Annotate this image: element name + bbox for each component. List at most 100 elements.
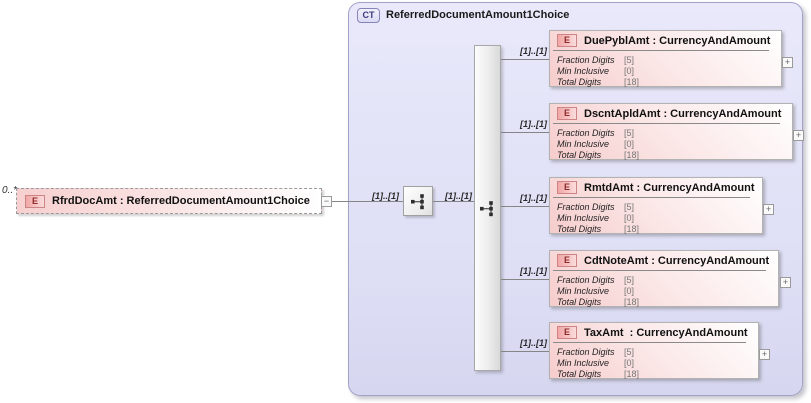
element-header: E CdtNoteAmt : CurrencyAndAmount [550,251,778,269]
element-badge-icon: E [25,194,45,208]
facet-value: [18] [624,149,640,160]
facet-value: [18] [624,296,640,307]
element-label: TaxAmt : CurrencyAndAmount [584,326,748,339]
facet-name: Fraction Digits [557,346,615,357]
occurrence-label: [1]..[1] [445,191,472,201]
divider [553,123,780,124]
element-label: CdtNoteAmt : CurrencyAndAmount [584,254,770,267]
divider [553,270,766,271]
facet-list: Fraction Digits[5] Min Inclusive[0] Tota… [550,53,781,87]
divider [553,342,746,343]
facet-name: Fraction Digits [557,127,615,138]
element-label: DuePyblAmt : CurrencyAndAmount [584,34,771,47]
facet-row: Total Digits [18] [557,223,762,234]
occurrence-label: [1]..[1] [520,266,547,276]
element-card[interactable]: E CdtNoteAmt : CurrencyAndAmount Fractio… [549,250,779,307]
facet-value: [0] [624,138,635,149]
element-label: DscntApldAmt : CurrencyAndAmount [584,107,782,120]
element-header: E RmtdAmt : CurrencyAndAmount [550,178,762,196]
choice-group-bar[interactable] [474,45,501,371]
facet-value: [5] [624,54,635,65]
facet-value: [5] [624,201,635,212]
source-element-label: RfrdDocAmt : ReferredDocumentAmount1Choi… [52,195,310,207]
facet-value: [5] [624,127,635,138]
facet-name: Fraction Digits [557,54,615,65]
facet-list: Fraction Digits [5] Min Inclusive [0] Tota… [550,345,758,379]
facet-row: Fraction Digits [5] [557,346,758,357]
occurrence-label: [1]..[1] [520,193,547,203]
facet-name: Min Inclusive [557,138,610,149]
facet-name: Total Digits [557,76,602,87]
connector-line [501,132,549,133]
facet-list: Fraction Digits [5] Min Inclusive [0] Tota… [550,200,762,234]
facet-row: Min Inclusive [0] [557,357,758,368]
facet-name: Total Digits [557,149,602,160]
element-card[interactable]: E DuePyblAmt : CurrencyAndAmount Fractio… [549,30,782,87]
connector-line [501,59,549,60]
element-badge-icon: E [557,326,577,339]
facet-name: Total Digits [557,368,602,379]
complex-type-badge-icon: CT [357,8,380,23]
expand-button[interactable]: + [780,277,791,288]
element-header: E DscntApldAmt : CurrencyAndAmount [550,104,792,122]
facet-list: Fraction Digits [5] Min Inclusive [0] Tota… [550,126,792,160]
facet-name: Min Inclusive [557,285,610,296]
facet-value: [5] [624,274,635,285]
occurrence-label: [1]..[1] [520,338,547,348]
element-header: E DuePyblAmt : CurrencyAndAmount [550,31,781,49]
element-header: E TaxAmt : CurrencyAndAmount [550,323,758,341]
connector-line [501,351,549,352]
choice-glyph-icon [480,200,493,216]
divider [553,197,750,198]
facet-value: [0] [624,65,635,76]
choice-icon[interactable] [403,186,433,216]
element-card[interactable]: E TaxAmt : CurrencyAndAmount Fraction Di… [549,322,759,379]
facet-row: Min Inclusive [0] [557,212,762,223]
occurrence-label: [1]..[1] [372,191,399,201]
facet-row: Fraction Digits [5] [557,54,781,65]
facet-name: Min Inclusive [557,357,610,368]
connector-line [433,201,474,202]
element-card[interactable]: E RmtdAmt : CurrencyAndAmount Fraction D… [549,177,763,234]
facet-value: [18] [624,76,640,87]
connector-line [501,206,549,207]
facet-value: [18] [624,368,640,379]
facet-value: [0] [624,285,635,296]
facet-value: [18] [624,223,640,234]
complex-type-title: ReferredDocumentAmount1Choice [386,9,570,21]
facet-value: [0] [624,212,635,223]
facet-row: Fraction Digits [5] [557,127,792,138]
facet-row: Min Inclusive [0] [557,285,778,296]
element-label: RmtdAmt : CurrencyAndAmount [584,181,755,194]
expand-button[interactable]: + [793,130,804,141]
connector-line [332,201,403,202]
element-card[interactable]: E DscntApldAmt : CurrencyAndAmount Fract… [549,103,793,160]
facet-name: Min Inclusive [557,212,610,223]
expand-button[interactable]: + [759,349,770,360]
facet-row: Total Digits [18] [557,296,778,307]
facet-row: Fraction Digits [5] [557,201,762,212]
facet-list: Fraction Digits [5] Min Inclusive [0] Tota… [550,273,778,307]
occurrence-label: [1]..[1] [520,119,547,129]
facet-name: Fraction Digits [557,201,615,212]
expand-button[interactable]: + [782,57,793,68]
facet-row: Total Digits [18] [557,149,792,160]
facet-name: Total Digits [557,296,602,307]
facet-value: [0] [624,357,635,368]
choice-glyph-icon [410,193,424,209]
facet-value: [5] [624,346,635,357]
expand-button[interactable]: + [763,204,774,215]
facet-row: Total Digits [18] [557,368,758,379]
facet-name: Fraction Digits [557,274,615,285]
source-cardinality-label: 0..* [2,185,18,196]
facet-row: Total Digits [18] [557,76,781,87]
facet-name: Total Digits [557,223,602,234]
source-element-card[interactable]: E RfrdDocAmt : ReferredDocumentAmount1Ch… [16,188,322,214]
occurrence-label: [1]..[1] [520,46,547,56]
facet-row: Min Inclusive [0] [557,138,792,149]
divider [553,50,769,51]
connector-line [501,279,549,280]
element-badge-icon: E [557,254,577,267]
collapse-button[interactable]: − [321,196,332,207]
facet-row: Fraction Digits [5] [557,274,778,285]
